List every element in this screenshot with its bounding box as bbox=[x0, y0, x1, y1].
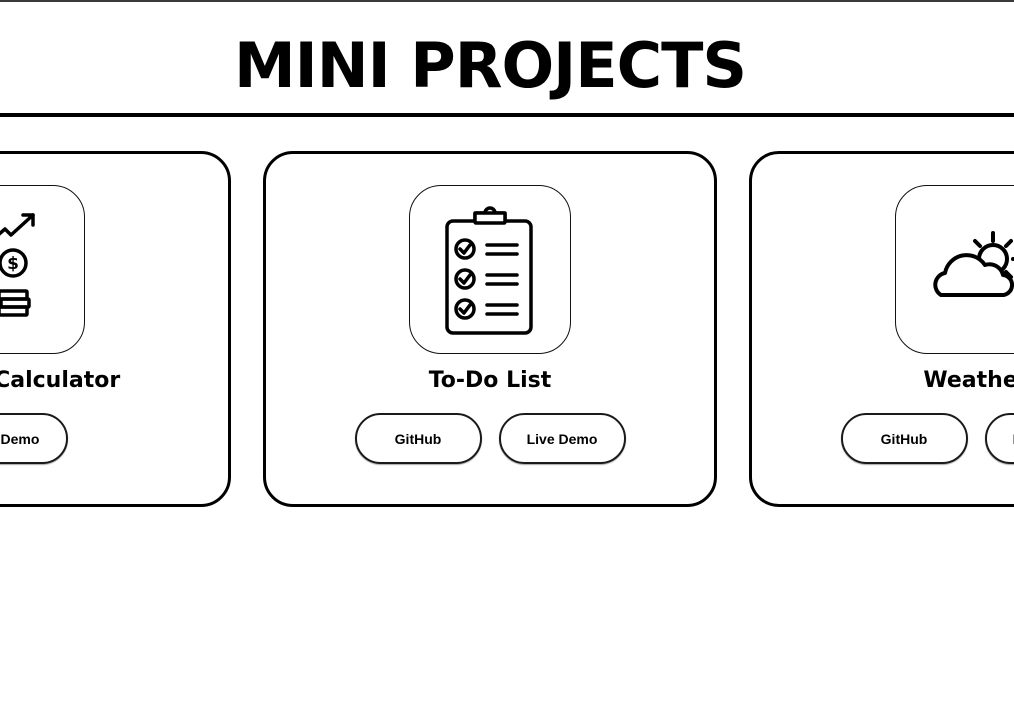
project-title: Interest Calculator bbox=[0, 368, 121, 393]
page-title: MINI PROJECTS bbox=[233, 29, 747, 102]
live-demo-button[interactable]: Live Demo bbox=[498, 413, 626, 464]
title-divider bbox=[0, 113, 1014, 117]
interest-growth-coins-icon: $ bbox=[0, 212, 35, 317]
project-icon-frame bbox=[409, 185, 571, 354]
project-icon-frame bbox=[895, 185, 1014, 354]
project-icon-frame: $ bbox=[0, 185, 85, 354]
cloud-sun-icon bbox=[933, 230, 1014, 297]
project-title: Weather bbox=[923, 368, 1014, 393]
project-actions: GitHub Live Demo bbox=[266, 413, 714, 464]
top-edge-line bbox=[0, 0, 1014, 2]
project-actions: GitHub Live Demo bbox=[752, 413, 1014, 464]
projects-carousel[interactable]: $ Interest Calculator Live Demo bbox=[0, 151, 1014, 511]
svg-text:$: $ bbox=[7, 254, 19, 274]
project-card-todo-list: To-Do List GitHub Live Demo bbox=[263, 151, 717, 507]
github-button[interactable]: GitHub bbox=[840, 413, 968, 464]
github-button[interactable]: GitHub bbox=[354, 413, 482, 464]
project-title: To-Do List bbox=[428, 368, 552, 393]
carousel-track: $ Interest Calculator Live Demo bbox=[0, 151, 1014, 507]
project-card-weather: Weather GitHub Live Demo bbox=[749, 151, 1014, 507]
clipboard-checklist-icon bbox=[445, 205, 533, 335]
project-actions: Live Demo bbox=[0, 413, 228, 464]
project-card-interest-calculator: $ Interest Calculator Live Demo bbox=[0, 151, 231, 507]
live-demo-button[interactable]: Live Demo bbox=[984, 413, 1014, 464]
live-demo-button[interactable]: Live Demo bbox=[0, 413, 68, 464]
